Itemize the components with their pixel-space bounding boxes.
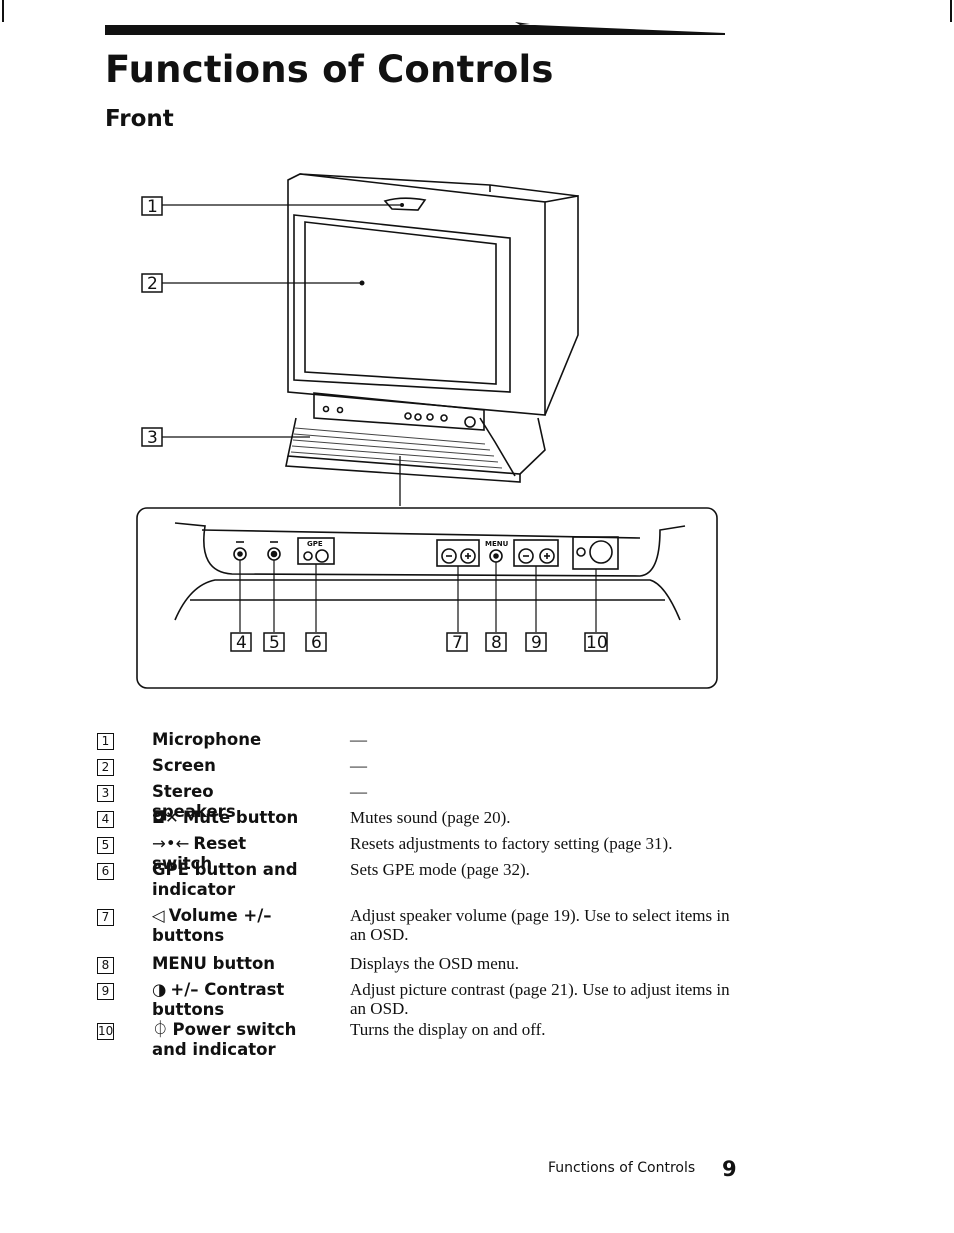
section-title: Front (105, 106, 174, 132)
contrast-icon: ◑ (152, 980, 167, 999)
callout-6: 6 (305, 632, 327, 653)
control-description: — (350, 730, 367, 749)
svg-text:10: 10 (586, 633, 608, 653)
item-number: 7 (97, 909, 114, 926)
item-number: 8 (97, 957, 114, 974)
control-description: Turns the display on and off. (350, 1020, 546, 1039)
callout-3: 3 (141, 427, 163, 448)
callout-10: 10 (584, 632, 608, 653)
svg-text:5: 5 (269, 633, 280, 653)
callout-8: 8 (485, 632, 507, 653)
detail-panel-frame (136, 507, 718, 689)
control-description: Displays the OSD menu. (350, 954, 520, 973)
svg-text:2: 2 (147, 274, 158, 294)
control-name: Screen (152, 756, 216, 775)
menu-panel-label: MENU (485, 540, 509, 548)
page-edge-mark (950, 0, 952, 22)
power-icon: ⏀ (152, 1020, 169, 1039)
item-number: 2 (97, 759, 114, 776)
microphone-dot (400, 203, 404, 207)
svg-text:8: 8 (491, 633, 502, 653)
item-number: 5 (97, 837, 114, 854)
svg-text:3: 3 (147, 428, 158, 448)
control-description: Sets GPE mode (page 32). (350, 860, 530, 879)
item-number: 10 (97, 1023, 114, 1040)
control-name: GPE button and indicator (152, 860, 298, 899)
control-name: Microphone (152, 730, 262, 749)
gpe-panel-label: GPE (307, 540, 323, 548)
header-rule (105, 22, 725, 35)
item-number: 6 (97, 863, 114, 880)
leader-lines (162, 204, 401, 506)
detail-panel-illustration (174, 522, 686, 621)
control-description: Mutes sound (page 20). (350, 808, 511, 827)
detail-leader-lines (239, 560, 597, 632)
svg-text:4: 4 (236, 633, 247, 653)
control-name: ◘✕Mute button (152, 808, 299, 827)
svg-text:1: 1 (147, 197, 158, 217)
control-description: Resets adjustments to factory setting (p… (350, 834, 673, 853)
callout-1: 1 (141, 196, 163, 217)
svg-text:9: 9 (531, 633, 542, 653)
control-name: ◁Volume +/– buttons (152, 906, 272, 945)
monitor-illustration (285, 173, 579, 483)
page-number: 9 (722, 1157, 737, 1181)
page-edge-mark (2, 0, 4, 22)
callout-9: 9 (525, 632, 547, 653)
control-description: — (350, 756, 367, 775)
control-name: →•←Reset switch (152, 834, 247, 873)
item-number: 4 (97, 811, 114, 828)
control-name: Stereo speakers (152, 782, 236, 821)
mute-icon: ◘✕ (152, 808, 179, 827)
callout-7: 7 (446, 632, 468, 653)
svg-text:7: 7 (452, 633, 463, 653)
monitor-front-diagram: GPE MENU 1 2 3 4 5 6 7 8 9 10 (136, 173, 718, 689)
control-description: Adjust speaker volume (page 19). Use to … (350, 906, 730, 944)
callout-4: 4 (230, 632, 252, 653)
item-number: 3 (97, 785, 114, 802)
control-description: Adjust picture contrast (page 21). Use t… (350, 980, 730, 1018)
volume-icon: ◁ (152, 906, 165, 925)
speaker-grille (290, 427, 503, 469)
callout-5: 5 (263, 632, 285, 653)
callout-2: 2 (141, 273, 163, 294)
control-name: ⏀Power switch and indicator (152, 1020, 297, 1059)
item-number: 1 (97, 733, 114, 750)
reset-icon: →•← (152, 834, 190, 853)
item-number: 9 (97, 983, 114, 1000)
footer-section-label: Functions of Controls (548, 1160, 696, 1176)
control-name: ◑+/– Contrast buttons (152, 980, 285, 1019)
page-title: Functions of Controls (105, 48, 554, 91)
control-description: — (350, 782, 367, 801)
control-name: MENU button (152, 954, 276, 973)
svg-text:6: 6 (311, 633, 322, 653)
